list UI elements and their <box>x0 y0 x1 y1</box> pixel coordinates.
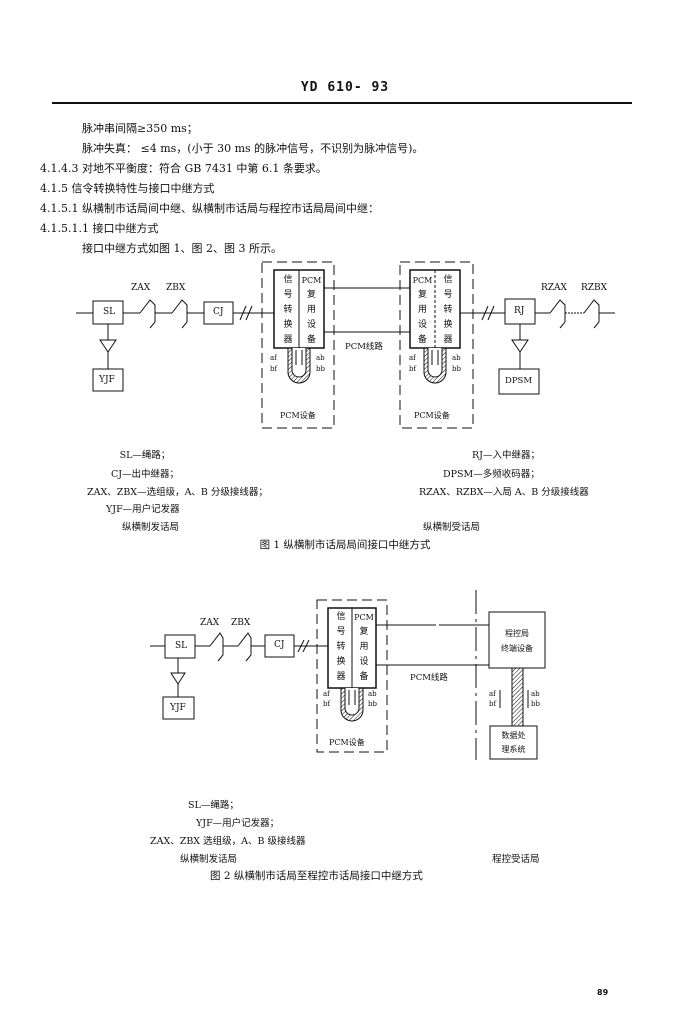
fig2-terminal-box <box>488 611 546 669</box>
fig1-legend-yjf: YJF—用户记发器 <box>106 504 180 515</box>
fig2-legend-zax-zbx: ZAX、ZBX 选组级，A、B 级接线器 <box>150 836 306 847</box>
fig2-caption: 图 2 纵横制市话局至程控市话局接口中继方式 <box>210 870 423 882</box>
paragraph-pulse-interval: 脉冲串间隔≥350 ms； <box>82 122 198 135</box>
fig2-pcm-line-label: PCM线路 <box>410 673 448 683</box>
fig1-legend-dpsm: DPSM—多频收码器； <box>443 469 540 480</box>
fig1-dpsm-box <box>498 368 540 395</box>
fig2-yjf-arrow <box>170 672 186 685</box>
fig1-legend-zax-zbx: ZAX、ZBX—选组级，A、B 分级接线器； <box>87 487 268 498</box>
fig2-right-af: af <box>489 690 496 698</box>
fig1-right-af: af <box>409 354 416 362</box>
fig1-zbx-switch <box>171 299 188 329</box>
fig2-signal-converter: 信号转换器 <box>336 612 346 682</box>
fig1-right-ab: ab <box>452 354 461 362</box>
fig1-left-ab: ab <box>316 354 325 362</box>
paragraph-figures-ref: 接口中继方式如图 1、图 2、图 3 所示。 <box>82 242 282 255</box>
fig2-cj-label: CJ <box>274 640 285 650</box>
fig1-right-signal-converter: 信号转换器 <box>443 275 453 345</box>
fig2-left-bb: bb <box>368 700 377 708</box>
fig1-rzax-switch <box>549 299 566 329</box>
fig1-dpsm-label: DPSM <box>505 376 533 386</box>
fig1-right-bb: bb <box>452 365 461 373</box>
fig1-left-af: af <box>270 354 277 362</box>
fig1-pcm-line-label: PCM线路 <box>345 342 383 352</box>
fig2-office-left: 纵横制发话局 <box>180 854 238 865</box>
fig1-left-pcm-boundary <box>261 261 335 429</box>
fig1-legend-cj: CJ—出中继器； <box>110 469 180 480</box>
fig1-sl-label: SL <box>103 307 116 317</box>
fig2-zbx-switch <box>237 632 252 662</box>
fig1-legend-rzax-rzbx: RZAX、RZBX—入局 A、B 分级接线器 <box>419 487 589 498</box>
fig1-right-pcm-equipment: PCM设备 <box>414 411 450 420</box>
fig2-data-processing-box <box>489 725 538 760</box>
fig1-rzbx-switch <box>583 299 600 329</box>
fig1-left-bf: bf <box>270 365 278 373</box>
fig2-terminal-line2: 终端设备 <box>501 644 533 653</box>
fig2-sl-label: SL <box>175 641 188 651</box>
fig1-yjf-box <box>92 368 124 392</box>
fig1-office-right: 纵横制受话局 <box>423 522 481 533</box>
fig2-zax-switch <box>209 632 224 662</box>
fig1-legend-sl: SL—绳路； <box>119 450 171 461</box>
fig1-right-pcm-boundary <box>399 261 474 429</box>
fig2-pcm-boundary <box>316 599 388 753</box>
fig2-dp-line2: 理系统 <box>501 745 526 754</box>
section-4-1-5-1-1: 4.1.5.1.1 接口中继方式 <box>40 222 159 235</box>
fig2-left-ab: ab <box>368 690 377 698</box>
fig1-left-signal-converter: 信号转换器 <box>283 275 293 345</box>
fig1-left-pcm-equipment: PCM设备 <box>280 411 316 420</box>
fig1-dpsm-arrow <box>511 339 529 353</box>
fig1-yjf-arrow <box>99 339 117 353</box>
fig1-rzbx-label: RZBX <box>581 283 608 293</box>
fig1-legend-rj: RJ—入中继器； <box>472 450 540 461</box>
fig1-rzax-label: RZAX <box>541 283 567 293</box>
fig2-zax-label: ZAX <box>200 618 220 628</box>
fig2-legend-sl: SL—绳路； <box>188 800 239 811</box>
fig2-yjf-label: YJF <box>170 703 186 713</box>
fig2-left-af: af <box>323 690 330 698</box>
paragraph-pulse-distortion: 脉冲失真： ≤4 ms，(小于 30 ms 的脉冲信号，不识别为脉冲信号)。 <box>82 142 424 155</box>
fig2-pcm-equipment: PCM设备 <box>329 738 365 747</box>
document-header: YD 610- 93 <box>300 80 390 95</box>
fig1-zbx-label: ZBX <box>166 283 186 293</box>
fig1-zax-label: ZAX <box>131 283 151 293</box>
fig1-right-bf: bf <box>409 365 417 373</box>
fig2-zbx-label: ZBX <box>231 618 251 628</box>
fig1-yjf-label: YJF <box>99 375 115 385</box>
fig2-right-bb: bb <box>531 700 540 708</box>
fig2-office-right: 程控受话局 <box>492 854 540 865</box>
fig1-left-bb: bb <box>316 365 325 373</box>
page-number: 89 <box>597 988 609 997</box>
fig1-cj-label: CJ <box>213 307 224 317</box>
section-4-1-5: 4.1.5 信令转换特性与接口中继方式 <box>40 182 215 195</box>
fig1-rj-label: RJ <box>514 306 525 316</box>
fig2-right-ab: ab <box>531 690 540 698</box>
fig1-office-left: 纵横制发话局 <box>122 522 180 533</box>
fig1-caption: 图 1 纵横制市话局局间接口中继方式 <box>259 539 431 551</box>
fig1-zax-switch <box>139 299 156 329</box>
header-rule <box>52 102 632 104</box>
fig2-terminal-line1: 程控局 <box>505 629 529 638</box>
section-4-1-5-1: 4.1.5.1 纵横制市话局间中继、纵横制市话局与程控市话局局间中继： <box>40 202 379 215</box>
fig2-legend-yjf: YJF—用户记发器； <box>196 818 280 829</box>
fig2-dp-line1: 数据处 <box>501 731 526 740</box>
fig2-yjf-box <box>162 696 195 720</box>
fig2-left-bf: bf <box>323 700 331 708</box>
fig2-right-bf: bf <box>489 700 497 708</box>
section-4-1-4-3: 4.1.4.3 对地不平衡度：符合 GB 7431 中第 6.1 条要求。 <box>40 162 327 175</box>
